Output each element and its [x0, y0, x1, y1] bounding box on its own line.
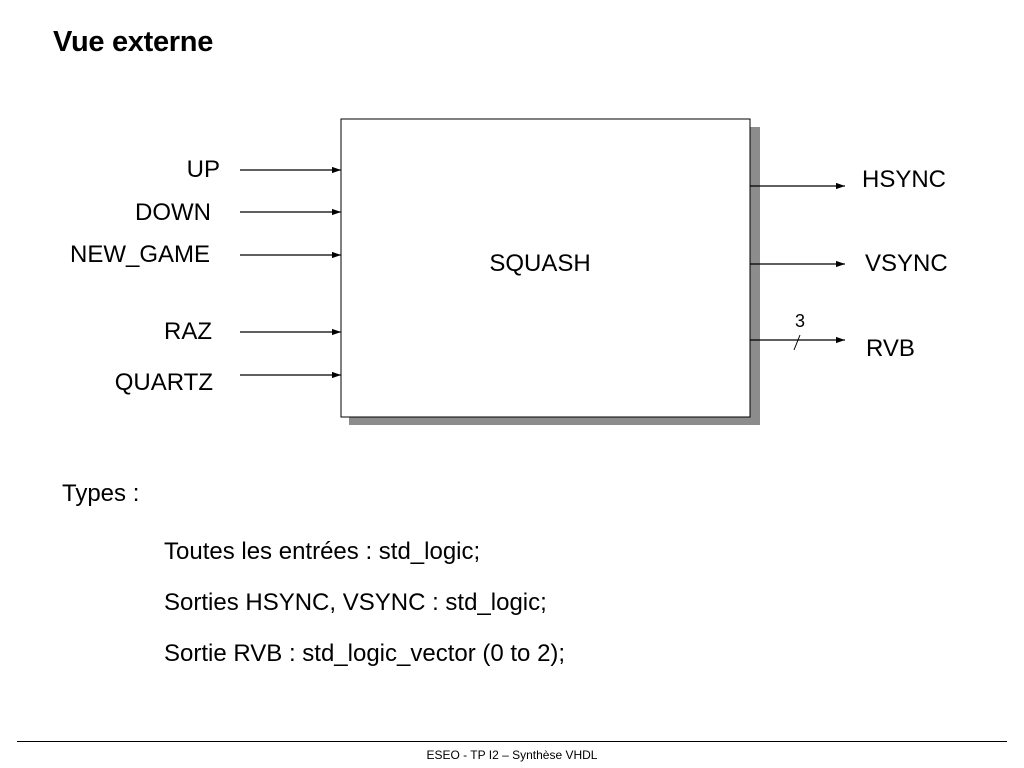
type-line-rvb-output: Sortie RVB : std_logic_vector (0 to 2);	[164, 640, 566, 667]
type-line-inputs: Toutes les entrées : std_logic;	[164, 538, 481, 565]
footer-text: ESEO - TP I2 – Synthèse VHDL	[426, 748, 598, 762]
input-down: DOWN	[135, 199, 341, 226]
input-new-game: NEW_GAME	[70, 241, 341, 268]
type-line-sync-outputs: Sorties HSYNC, VSYNC : std_logic;	[164, 589, 547, 616]
input-down-label: DOWN	[135, 199, 211, 226]
slide-title: Vue externe	[53, 26, 214, 58]
input-raz-label: RAZ	[164, 318, 212, 345]
bus-width-label: 3	[795, 311, 805, 331]
output-vsync: VSYNC	[750, 250, 948, 277]
output-vsync-label: VSYNC	[865, 250, 948, 277]
input-raz: RAZ	[164, 318, 341, 345]
output-hsync: HSYNC	[750, 166, 946, 193]
input-up-label: UP	[187, 156, 220, 183]
bus-width-slash	[793, 334, 801, 351]
output-rvb: 3 RVB	[750, 311, 915, 362]
block-label: SQUASH	[489, 250, 590, 277]
block-diagram: SQUASH UP DOWN NEW_GAME RAZ QUARTZ HSYNC…	[70, 118, 948, 425]
footer-divider	[17, 741, 1007, 742]
input-quartz: QUARTZ	[115, 369, 341, 396]
output-hsync-label: HSYNC	[862, 166, 946, 193]
input-new-game-label: NEW_GAME	[70, 241, 210, 268]
input-quartz-label: QUARTZ	[115, 369, 213, 396]
output-rvb-label: RVB	[866, 335, 915, 362]
types-heading: Types :	[62, 480, 140, 507]
squash-block	[340, 118, 751, 418]
input-up: UP	[187, 156, 341, 183]
